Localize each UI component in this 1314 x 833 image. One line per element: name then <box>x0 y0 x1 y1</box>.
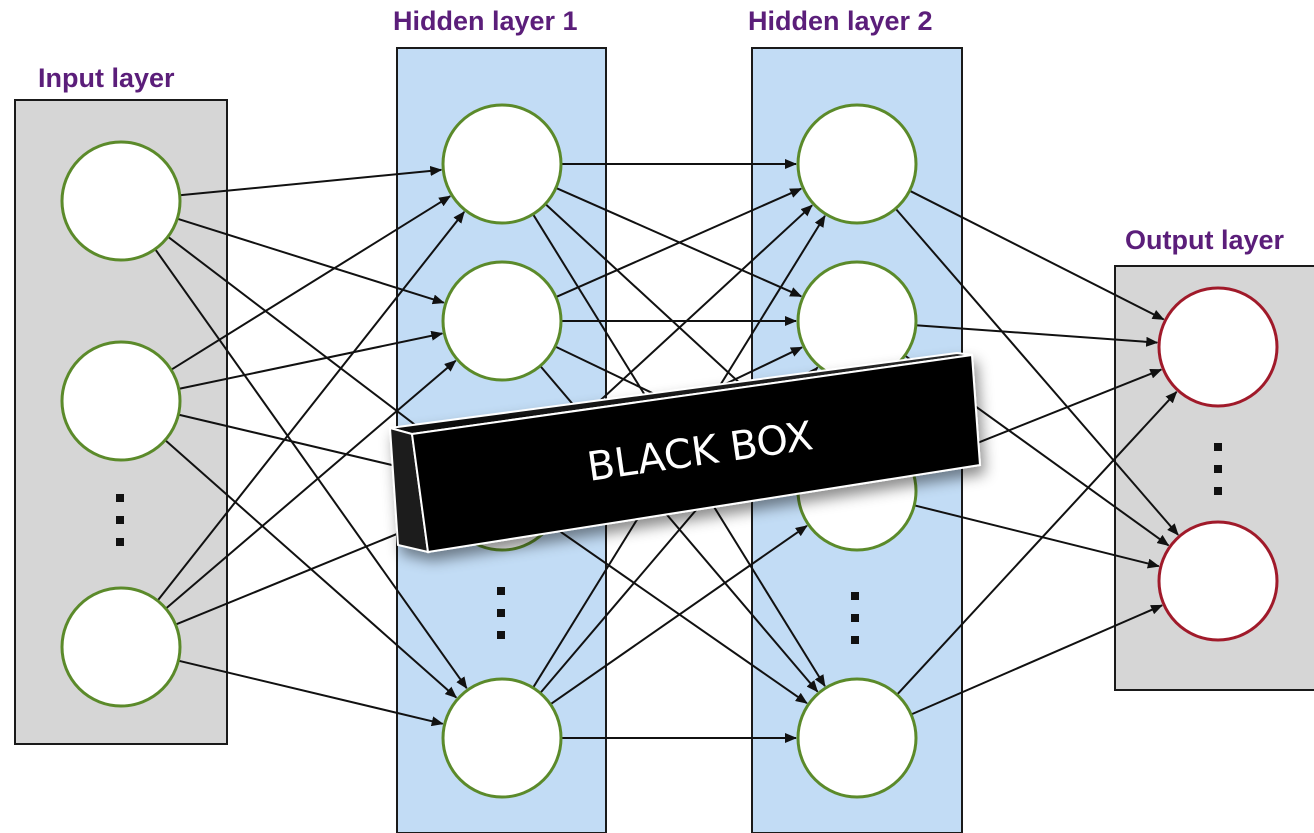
hidden-1-node-4 <box>441 677 563 799</box>
connection-input-1-to-hidden-1-3 <box>167 235 455 455</box>
connection-hidden-2-3-to-output-2 <box>913 504 1160 569</box>
output-ellipsis <box>1214 443 1222 495</box>
input-ellipsis <box>116 494 124 546</box>
hidden-1-ellipsis <box>497 587 505 639</box>
connection-input-1-to-hidden-1-2 <box>176 217 445 305</box>
connection-input-3-to-hidden-1-4 <box>178 659 444 727</box>
connection-input-3-to-hidden-1-2 <box>165 359 457 610</box>
hidden-1-node-1 <box>441 103 563 225</box>
output-node-2 <box>1157 520 1279 642</box>
output-node-1 <box>1157 286 1279 408</box>
connection-input-2-to-hidden-1-1 <box>170 195 452 371</box>
hidden-1-node-2 <box>441 260 563 382</box>
hidden-2-ellipsis <box>851 592 859 644</box>
hidden-2-node-4 <box>796 677 918 799</box>
input-layer-label: Input layer <box>38 63 175 93</box>
connection-hidden-2-4-to-output-2 <box>910 604 1164 716</box>
input-node-3 <box>60 586 182 708</box>
connection-hidden-1-4-to-hidden-2-3 <box>549 524 808 706</box>
connection-hidden-2-4-to-output-1 <box>896 391 1178 696</box>
connection-input-1-to-hidden-1-1 <box>179 165 443 197</box>
connection-hidden-2-1-to-output-1 <box>909 189 1165 321</box>
connection-input-3-to-hidden-1-1 <box>156 211 465 602</box>
connection-input-1-to-hidden-1-4 <box>154 248 468 690</box>
black-box: BLACK BOX <box>388 351 982 554</box>
hidden-layer-2-label: Hidden layer 2 <box>748 6 933 36</box>
connection-hidden-2-2-to-output-1 <box>915 324 1159 347</box>
input-node-1 <box>60 140 182 262</box>
input-node-2 <box>60 340 182 462</box>
connection-input-2-to-hidden-1-2 <box>178 330 444 390</box>
output-layer-label: Output layer <box>1125 225 1285 255</box>
hidden-2-node-1 <box>796 103 918 225</box>
hidden-layer-1-label: Hidden layer 1 <box>393 6 578 36</box>
connection-hidden-2-1-to-output-2 <box>894 207 1179 536</box>
connection-hidden-1-2-to-hidden-2-1 <box>555 187 803 299</box>
